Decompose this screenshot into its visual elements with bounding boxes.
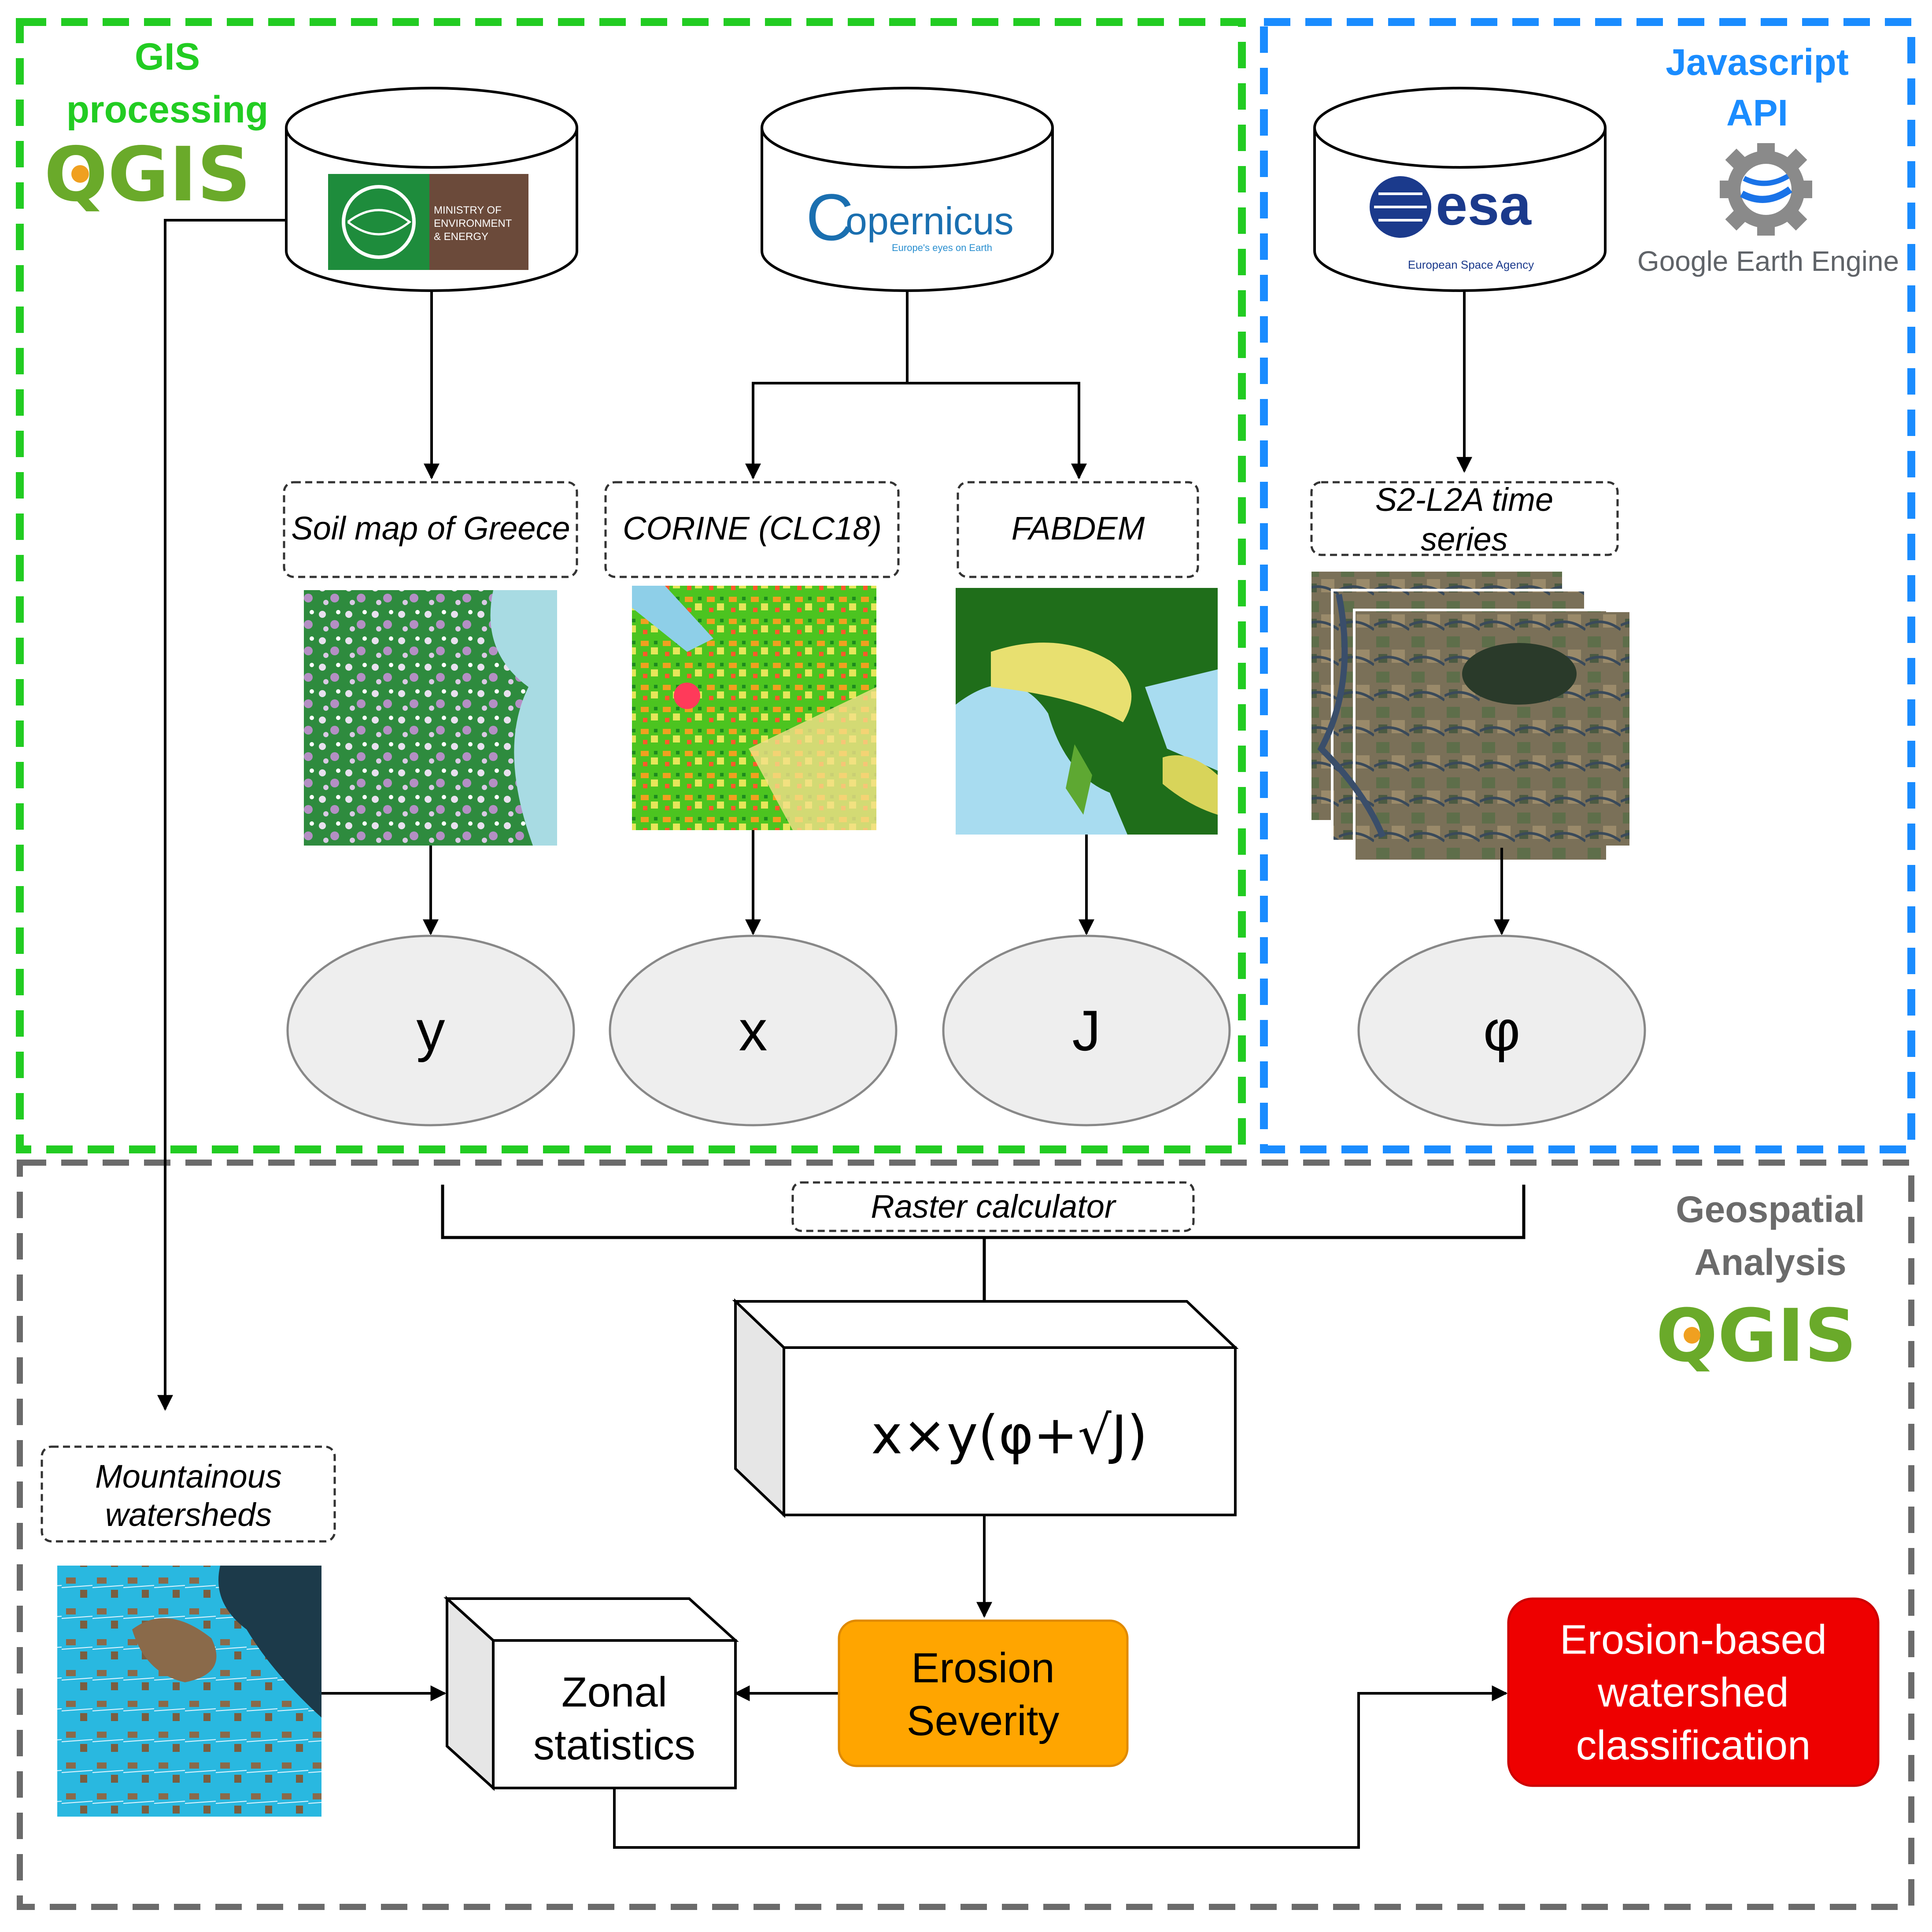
erosion-formula: x×y(φ+√J) — [871, 1405, 1148, 1466]
watersheds-label-line2: watersheds — [105, 1496, 272, 1533]
google-earth-engine-logo: Google Earth Engine — [1637, 245, 1899, 277]
gear-icon — [1720, 143, 1812, 236]
classification-box — [1507, 1597, 1880, 1787]
s2-time-series-images — [1309, 569, 1629, 862]
soil-map-label-box — [283, 481, 578, 578]
svg-text:y: y — [417, 998, 445, 1063]
geospatial-analysis-frame — [17, 1160, 1914, 1910]
erosion-severity-line1: Erosion — [911, 1644, 1055, 1692]
js-section-title-line1: Javascript — [1666, 41, 1849, 83]
classification-line3: classification — [1576, 1722, 1811, 1768]
qgis-logo-bottom: QGIS — [1656, 1293, 1857, 1378]
js-section-title-line2: API — [1726, 92, 1788, 133]
corine-map-image — [632, 586, 876, 830]
svg-text:J: J — [1072, 998, 1101, 1063]
variable-y-node: y — [286, 935, 575, 1127]
geo-section-title-line1: Geospatial — [1676, 1189, 1865, 1230]
soil-map-image — [304, 590, 557, 846]
connectors-middle — [423, 830, 1510, 935]
raster-calculator-label-box — [791, 1181, 1195, 1232]
fabdem-label-box — [957, 481, 1199, 578]
svg-text:MINISTRY OF: MINISTRY OF — [434, 204, 502, 216]
connectors-top — [157, 219, 1472, 1411]
svg-text:ENVIRONMENT: ENVIRONMENT — [434, 218, 512, 229]
soil-map-label: Soil map of Greece — [291, 510, 570, 547]
zonal-statistics-line2: statistics — [533, 1721, 695, 1769]
s2-label-box — [1310, 481, 1619, 556]
ministry-database: MINISTRY OF ENVIRONMENT & ENERGY — [285, 87, 578, 292]
svg-text:x: x — [739, 998, 768, 1063]
copernicus-database: C opernicus Europe's eyes on Earth — [761, 87, 1054, 292]
esa-logo: esa — [1436, 173, 1532, 237]
esa-tagline: European Space Agency — [1408, 258, 1534, 271]
copernicus-logo-c: C — [806, 180, 853, 254]
gis-section-title-line1: GIS — [135, 36, 200, 78]
zonal-statistics-line1: Zonal — [561, 1669, 667, 1716]
fabdem-map-image — [956, 588, 1218, 835]
connectors-bottom — [321, 1515, 1508, 1849]
corine-label-box — [604, 481, 900, 578]
watersheds-label-box — [41, 1445, 336, 1543]
raster-calculator-connector — [441, 1185, 1526, 1301]
geo-section-title-line2: Analysis — [1694, 1241, 1847, 1283]
zonal-statistics-box — [443, 1596, 739, 1791]
fabdem-label: FABDEM — [1012, 510, 1145, 547]
watersheds-label-line1: Mountainous — [95, 1458, 282, 1495]
variable-j-node: J — [942, 935, 1231, 1127]
esa-logo-icon — [1370, 176, 1431, 238]
gis-processing-frame — [16, 18, 1246, 1153]
erosion-severity-box — [838, 1619, 1129, 1767]
classification-line2: watershed — [1597, 1669, 1789, 1715]
variable-x-node: x — [609, 935, 898, 1127]
formula-box — [732, 1298, 1239, 1518]
gis-section-title-line2: processing — [66, 89, 269, 131]
javascript-api-frame — [1260, 18, 1915, 1153]
copernicus-logo: opernicus — [846, 199, 1014, 243]
s2-label-line2: series — [1421, 521, 1507, 558]
erosion-severity-line2: Severity — [907, 1697, 1060, 1744]
corine-label: CORINE (CLC18) — [623, 510, 882, 547]
s2-label-line1: S2-L2A time — [1375, 481, 1553, 518]
copernicus-tagline: Europe's eyes on Earth — [892, 242, 992, 253]
variable-phi-node: φ — [1357, 935, 1646, 1127]
esa-database: esa European Space Agency — [1313, 87, 1607, 292]
classification-line1: Erosion-based — [1560, 1616, 1827, 1662]
qgis-logo-top: QGIS — [44, 131, 251, 218]
svg-text:φ: φ — [1483, 998, 1520, 1063]
raster-calculator-label: Raster calculator — [871, 1188, 1117, 1225]
svg-text:& ENERGY: & ENERGY — [434, 231, 488, 243]
watersheds-map-image — [57, 1566, 321, 1817]
